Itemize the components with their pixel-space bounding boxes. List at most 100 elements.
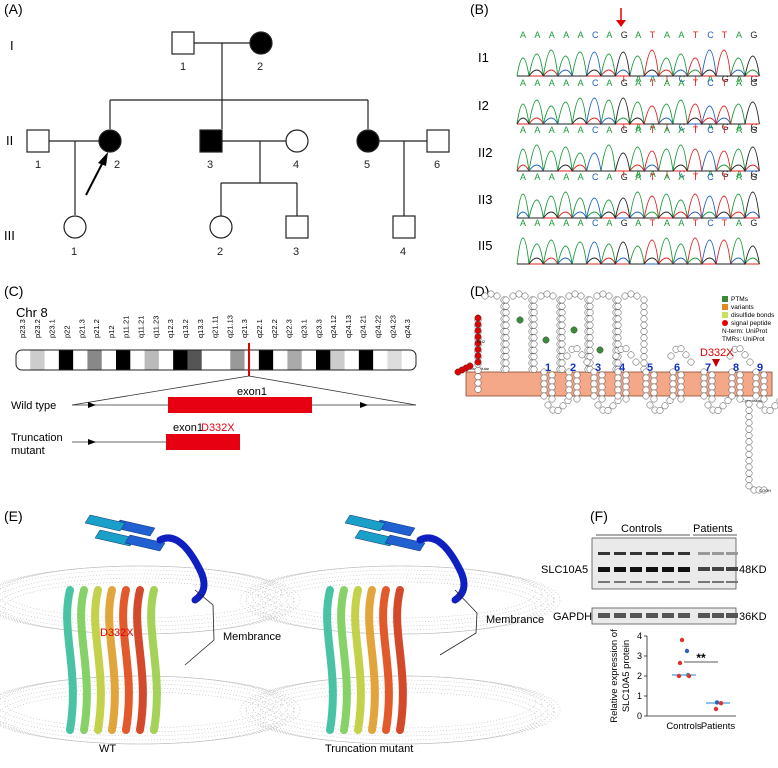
membrane-grid: [251, 573, 549, 635]
band-label: q24.21: [359, 315, 368, 338]
blot-band-main: [698, 567, 710, 571]
residue: [760, 389, 768, 397]
residue: [627, 290, 635, 298]
pedigree-num-III4: 4: [400, 246, 406, 258]
residue: [540, 380, 548, 388]
residue: [622, 389, 630, 397]
gapdh-band: [698, 613, 710, 618]
helix-number: 7: [705, 362, 711, 374]
residue: [474, 358, 482, 366]
base-call: A: [563, 78, 569, 88]
residue: [542, 336, 550, 344]
band-label: p21.3: [77, 319, 86, 338]
data-point: [718, 701, 724, 706]
residue: [640, 346, 648, 354]
helix-number: 1: [545, 362, 551, 374]
chromatogram-trace: [516, 49, 760, 77]
base-call: G: [750, 30, 757, 40]
base-call-alt: G: [722, 122, 729, 132]
ideogram-band: [244, 350, 260, 370]
band-label: p11.21: [122, 316, 131, 338]
residue: [530, 340, 538, 348]
base-call: A: [578, 30, 584, 40]
residue: [614, 386, 622, 394]
residue: [752, 380, 760, 388]
band-label: p23.3: [18, 319, 27, 338]
base-call: A: [664, 172, 670, 182]
base-call-alt: G: [722, 169, 729, 179]
band-label: q23.3: [314, 319, 323, 338]
ideogram-band: [116, 350, 131, 370]
base-call: A: [549, 172, 555, 182]
arrow-icon: [88, 439, 96, 445]
ideogram-band: [187, 350, 203, 370]
exon1-mutant: [166, 434, 240, 450]
helix: [156, 534, 208, 604]
blot-band-upper: [662, 552, 674, 555]
base-call-alt: A: [736, 74, 742, 84]
residue: [586, 340, 594, 348]
residue: [650, 377, 658, 385]
membrane-grid: [0, 687, 283, 745]
wildtype-label: Wild type: [11, 400, 56, 412]
residue: [474, 373, 482, 381]
truncation-mutant-label: Truncation mutant: [325, 743, 413, 755]
base-call: G: [621, 172, 628, 182]
residue: [493, 292, 501, 300]
legend-text: variants: [731, 304, 755, 311]
ideogram-band: [144, 350, 160, 370]
tm-helix: [119, 586, 133, 734]
tm-helix: [105, 586, 119, 734]
legend-swatch: [722, 304, 728, 310]
residue: [565, 374, 573, 382]
helix: [416, 534, 468, 604]
residue: [548, 383, 556, 391]
band-label: q21.13: [225, 315, 234, 338]
y-tick-label: 2: [637, 671, 642, 681]
legend-text: disulfide bonds: [731, 312, 775, 319]
base-call: A: [736, 218, 742, 228]
base-call-alt: A: [635, 74, 641, 84]
base-call: T: [693, 125, 699, 135]
residue: [558, 340, 566, 348]
legend-text: TMRs: UniProt: [722, 336, 765, 343]
residue: [530, 309, 538, 317]
legend-text: PTMs: [731, 296, 749, 303]
pedigree-I1: [171, 31, 195, 55]
base-call: A: [549, 30, 555, 40]
membrane-grid: [257, 687, 543, 745]
residue: [565, 292, 573, 300]
legend-swatch: [722, 296, 728, 302]
chromatogram-trace: [516, 49, 760, 78]
base-call: A: [635, 125, 641, 135]
residue: [728, 374, 736, 382]
residue: [549, 292, 557, 300]
residue: [598, 383, 606, 391]
residue: [760, 383, 768, 391]
residue: [704, 401, 712, 409]
legend-text: signal peptide: [731, 320, 771, 327]
chromatogram-trace: [516, 144, 760, 173]
generation-ii: II: [6, 133, 13, 148]
data-point: [684, 648, 690, 654]
residue: [530, 353, 538, 361]
pedigree-II1: [26, 129, 50, 153]
residue: [530, 334, 538, 342]
residue: [540, 392, 548, 400]
mutation-arrow-icon: [616, 8, 626, 27]
gapdh-band: [662, 613, 674, 618]
residue: [741, 351, 749, 359]
data-point: [714, 700, 720, 705]
membrane-label-mut: Membrance: [486, 614, 544, 626]
residue: [530, 365, 538, 373]
membrane-grid: [251, 565, 549, 627]
mutation-label-d: D332X: [700, 347, 734, 359]
gapdh-band: [630, 613, 642, 618]
helix-number: 4: [619, 362, 626, 374]
residue: [771, 402, 778, 410]
residue: [736, 377, 744, 385]
base-call: A: [549, 125, 555, 135]
proband-arrow-icon: [85, 152, 108, 196]
residue: [669, 386, 677, 394]
ideogram-band: [44, 350, 60, 370]
